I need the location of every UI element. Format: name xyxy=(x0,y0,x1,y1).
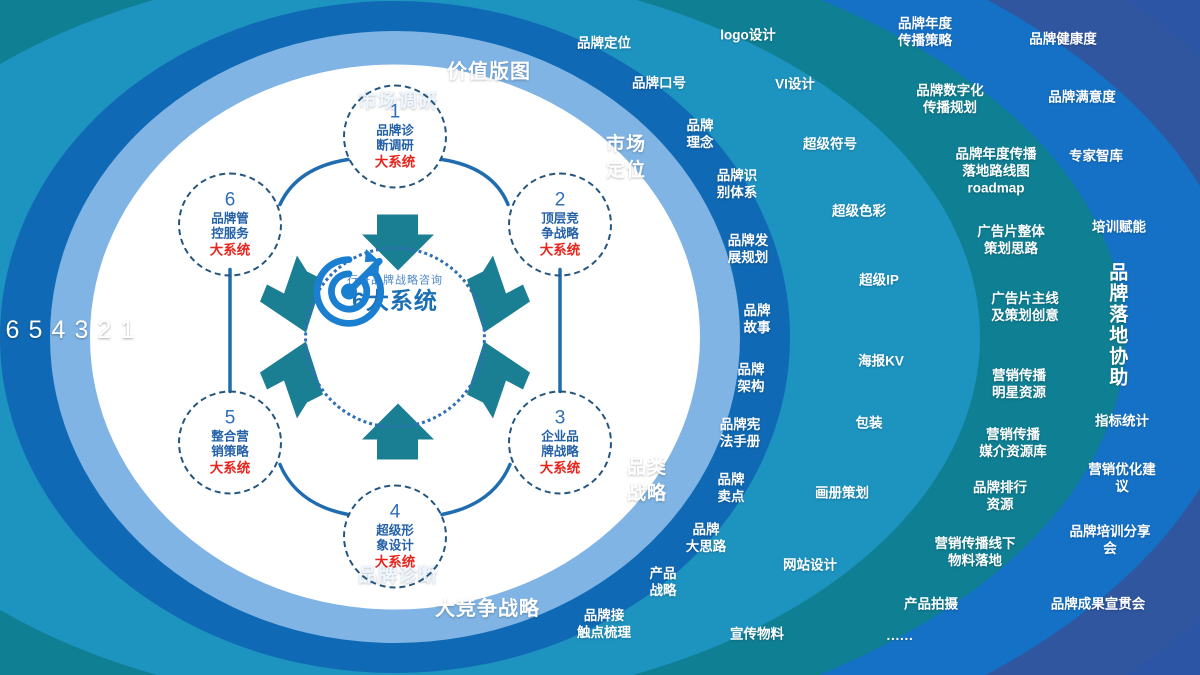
node-2-system: 大系统 xyxy=(539,242,581,258)
ring5-label-1: 品牌数字化 传播规划 xyxy=(916,83,984,115)
ring-title-market-position: 市场 定位 xyxy=(606,134,647,181)
ring4-label-2: 超级符号 xyxy=(803,136,857,152)
ring-index-1: 1 xyxy=(120,316,135,344)
target-dartboard-icon xyxy=(313,249,384,327)
node-6-number: 6 xyxy=(224,189,236,211)
node-5-number: 5 xyxy=(224,407,236,429)
ring3-label-10: 产品 战略 xyxy=(649,566,677,598)
ring-title-category-strategy: 品类 战略 xyxy=(627,457,668,504)
ring4-label-8: 网站设计 xyxy=(783,557,837,573)
core-cycle-hub: 1 品牌诊 断调研 大系统 2 顶层竞 争战略 大系统 3 企业品 牌战略 大系… xyxy=(90,65,700,610)
ring-title-brand-landing-support: 品牌落地协助 xyxy=(1106,262,1128,388)
ring4-label-3: 超级色彩 xyxy=(832,203,886,219)
node-3-number: 3 xyxy=(554,407,566,429)
node-3-label: 企业品 牌战略 xyxy=(541,429,579,459)
node-2-number: 2 xyxy=(554,189,566,211)
ring4-label-0: logo设计 xyxy=(720,27,776,43)
ring3-label-6: 品牌 架构 xyxy=(737,362,765,394)
ring6-label-2: 专家智库 xyxy=(1069,148,1123,164)
node-5-label: 整合营 销策略 xyxy=(211,429,249,459)
ring5-label-8: 营销传播线下 物料落地 xyxy=(934,536,1016,568)
ring5-label-6: 营销传播 媒介资源库 xyxy=(979,427,1047,459)
node-1-number: 1 xyxy=(389,101,401,123)
ring3-label-3: 品牌识 别体系 xyxy=(716,168,758,200)
center-core: 行舟品牌战略咨询 6大系统 xyxy=(304,246,486,428)
ring3-label-2: 品牌 理念 xyxy=(686,118,714,150)
ring6-label-6: 品牌培训分享会 xyxy=(1069,524,1151,556)
ring6-label-3: 培训赋能 xyxy=(1092,219,1146,235)
ring-index-4: 4 xyxy=(51,316,66,344)
node-4[interactable]: 4 超级形 象设计 大系统 xyxy=(343,484,447,589)
node-6-system: 大系统 xyxy=(209,242,251,258)
node-5[interactable]: 5 整合营 销策略 大系统 xyxy=(178,390,282,495)
node-5-system: 大系统 xyxy=(209,460,251,476)
ring-index-2: 2 xyxy=(97,316,112,344)
ring6-label-7: 品牌成果宣贯会 xyxy=(1050,596,1146,612)
node-6-label: 品牌管 控服务 xyxy=(211,211,249,241)
node-1-label: 品牌诊 断调研 xyxy=(376,123,414,153)
ring3-label-9: 品牌 大思路 xyxy=(685,522,727,554)
ring-index-3: 3 xyxy=(74,316,89,344)
node-4-system: 大系统 xyxy=(374,554,416,570)
ring4-label-5: 海报KV xyxy=(858,353,904,369)
ring3-label-7: 品牌宪 法手册 xyxy=(719,417,761,449)
node-2-label: 顶层竞 争战略 xyxy=(541,211,579,241)
ring4-label-4: 超级IP xyxy=(859,272,899,288)
ring5-label-0: 品牌年度 传播策略 xyxy=(898,16,952,48)
node-2[interactable]: 2 顶层竞 争战略 大系统 xyxy=(508,172,612,277)
node-4-number: 4 xyxy=(389,501,401,523)
node-3[interactable]: 3 企业品 牌战略 大系统 xyxy=(508,390,612,495)
ring6-label-0: 品牌健康度 xyxy=(1029,31,1097,47)
ring-title-big-competition: 大竞争战略 xyxy=(435,598,540,620)
ring3-label-0: 品牌定位 xyxy=(577,35,631,51)
ring3-label-1: 品牌口号 xyxy=(632,75,686,91)
ring-title-value-map: 价值版图 xyxy=(447,61,531,83)
ring-index-legend: 6 5 4 3 2 1 xyxy=(4,318,136,343)
ring5-label-10: ······ xyxy=(886,631,914,647)
ring4-label-6: 包装 xyxy=(855,415,883,431)
node-3-system: 大系统 xyxy=(539,460,581,476)
ring6-label-4: 指标统计 xyxy=(1095,413,1149,429)
ring5-label-5: 营销传播 明星资源 xyxy=(992,368,1046,400)
node-1-system: 大系统 xyxy=(374,154,416,170)
ring3-label-4: 品牌发 展规划 xyxy=(727,233,769,265)
ring4-label-1: VI设计 xyxy=(775,76,815,92)
ring3-label-12: 宣传物料 xyxy=(730,626,784,642)
node-4-label: 超级形 象设计 xyxy=(376,523,414,553)
ring-index-5: 5 xyxy=(28,316,43,344)
node-1[interactable]: 1 品牌诊 断调研 大系统 xyxy=(343,84,447,189)
ring5-label-7: 品牌排行 资源 xyxy=(973,480,1027,512)
ring6-label-5: 营销优化建议 xyxy=(1088,462,1156,494)
node-6[interactable]: 6 品牌管 控服务 大系统 xyxy=(178,172,282,277)
ring5-label-2: 品牌年度传播 落地路线图 roadmap xyxy=(955,146,1037,196)
ring5-label-9: 产品拍摄 xyxy=(904,596,958,612)
ring5-label-4: 广告片主线 及策划创意 xyxy=(991,291,1059,323)
ring6-label-1: 品牌满意度 xyxy=(1048,89,1116,105)
ring3-label-11: 品牌接 触点梳理 xyxy=(577,608,631,640)
ring5-label-3: 广告片整体 策划思路 xyxy=(977,224,1045,256)
ring4-label-7: 画册策划 xyxy=(815,485,869,501)
ring-index-6: 6 xyxy=(5,316,20,344)
ring3-label-5: 品牌 故事 xyxy=(743,303,771,335)
ring3-label-8: 品牌 卖点 xyxy=(717,472,745,504)
center-subtitle: 行舟品牌战略咨询 xyxy=(347,274,443,286)
